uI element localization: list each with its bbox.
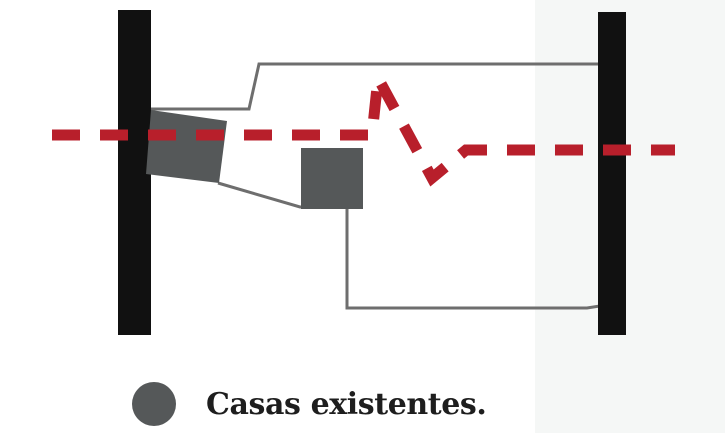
existing-house [301,148,363,209]
dashed-route [52,59,675,187]
background-panel [535,0,725,433]
left-wall [118,10,151,335]
legend-marker-circle [132,382,176,426]
legend: Casas existentes. [132,382,487,426]
existing-house [146,110,227,183]
right-wall [598,12,626,335]
legend-label: Casas existentes. [206,386,487,422]
